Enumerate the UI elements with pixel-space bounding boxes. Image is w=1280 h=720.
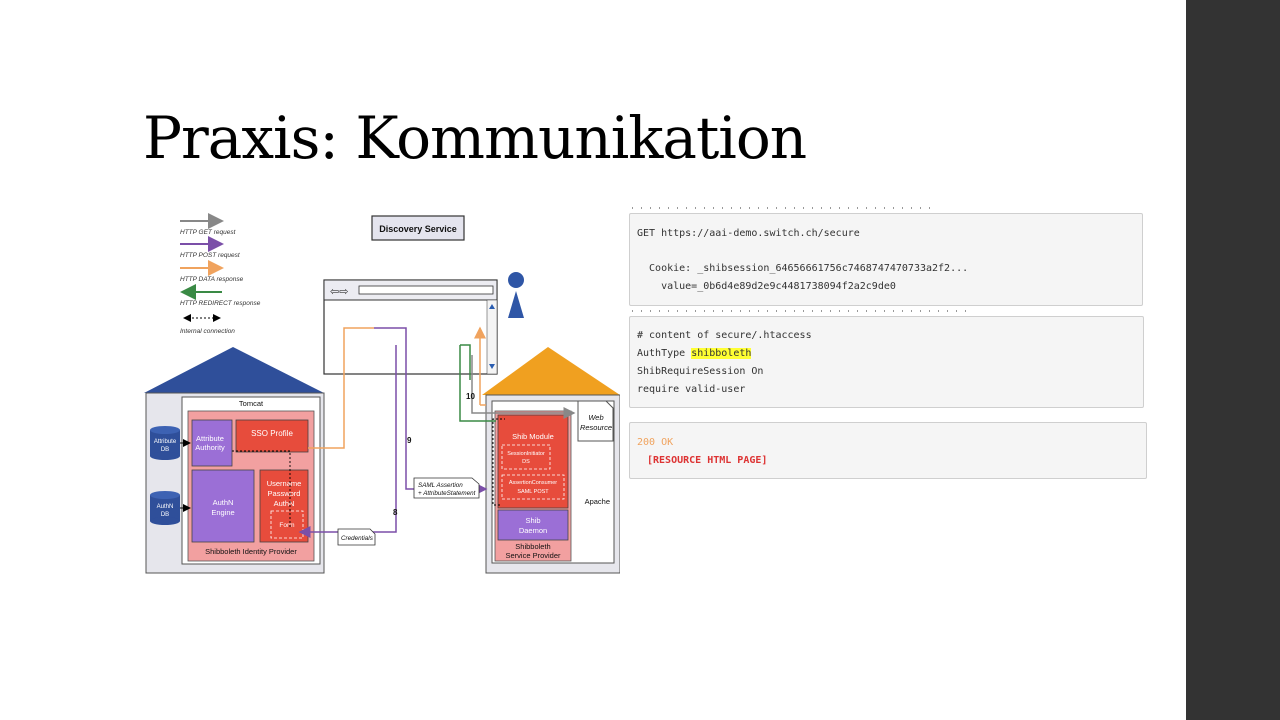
- shibboleth-diagram: HTTP GET request HTTP POST request HTTP …: [144, 213, 620, 574]
- form-label: Form: [279, 522, 294, 529]
- code-line: GET https://aai-demo.switch.ch/secure: [637, 228, 860, 239]
- svg-text:DB: DB: [161, 447, 169, 453]
- legend-data-label: HTTP DATA response: [180, 276, 244, 283]
- internal-connection-idp: [232, 450, 291, 527]
- authn-db-icon: AuthN DB: [150, 491, 180, 525]
- attribute-authority-line1: Attribute: [196, 434, 224, 443]
- legend-post-label: HTTP POST request: [180, 252, 241, 259]
- browser-window: ⇦⇨: [323, 279, 498, 375]
- svg-text:Attribute: Attribute: [154, 439, 177, 445]
- tomcat-label: Tomcat: [239, 399, 264, 408]
- step-10-label: 10: [466, 392, 475, 401]
- user-person-icon: [508, 272, 524, 318]
- http-response-code-block: 200 OK [RESOURCE HTML PAGE]: [629, 422, 1147, 479]
- legend: HTTP GET request HTTP POST request HTTP …: [180, 213, 261, 335]
- code-line: AuthType shibboleth: [637, 348, 752, 359]
- discovery-service-label: Discovery Service: [379, 224, 457, 234]
- authn-engine-box: [191, 469, 255, 543]
- username-password-line3: AuthN: [274, 499, 295, 508]
- divider-dots: [632, 310, 972, 312]
- sp-roof: [482, 347, 620, 395]
- sp-footer-line2: Service Provider: [505, 551, 561, 560]
- apache-label: Apache: [585, 497, 610, 506]
- assertion-consumer-box: [501, 474, 565, 500]
- form-box: [270, 510, 304, 539]
- shib-daemon-box: [497, 509, 569, 541]
- legend-get-label: HTTP GET request: [180, 229, 237, 236]
- svg-text:SAML Assertion: SAML Assertion: [418, 482, 463, 489]
- code-line: [RESOURCE HTML PAGE]: [647, 455, 768, 466]
- code-line: ShibRequireSession On: [637, 366, 764, 377]
- code-line: Cookie: _shibsession_64656661756c7468747…: [637, 263, 969, 274]
- svg-text:+ AttributeStatement: + AttributeStatement: [418, 490, 476, 497]
- sp-footer-line1: Shibboleth: [515, 542, 550, 551]
- saml-assertion-note: [413, 477, 480, 499]
- attribute-db-icon: Attribute DB: [150, 426, 180, 460]
- svg-text:AssertionConsumer: AssertionConsumer: [509, 480, 557, 486]
- internal-connection-sp: [492, 418, 505, 506]
- code-line: # content of secure/.htaccess: [637, 330, 812, 341]
- session-initiator-box: [501, 444, 551, 470]
- svg-text:AuthN: AuthN: [157, 504, 174, 510]
- svg-text:Resource: Resource: [580, 423, 612, 432]
- identity-provider-house: Tomcat Shibboleth Identity Provider Attr…: [144, 347, 325, 574]
- highlighted-keyword: shibboleth: [691, 348, 752, 359]
- idp-roof: [144, 347, 324, 393]
- svg-text:SAML POST: SAML POST: [517, 489, 549, 495]
- step-8-label: 8: [393, 508, 398, 517]
- slide-title: Praxis: Kommunikation: [143, 104, 807, 172]
- data-response-arrow: [308, 327, 374, 449]
- http-request-code-block: GET https://aai-demo.switch.ch/secure Co…: [629, 213, 1143, 306]
- username-password-line1: Username: [267, 479, 302, 488]
- browser-address-bar: [358, 285, 494, 295]
- sso-profile-label: SSO Profile: [251, 429, 293, 438]
- attribute-authority-box: [191, 419, 233, 467]
- attribute-authority-line2: Authority: [195, 443, 225, 452]
- get-resource-arrow: [471, 355, 576, 419]
- shib-module-box: [497, 414, 569, 509]
- svg-text:Daemon: Daemon: [519, 526, 547, 535]
- code-line: require valid-user: [637, 384, 746, 395]
- sso-profile-box: [235, 419, 309, 453]
- svg-text:Shib: Shib: [525, 516, 540, 525]
- svg-text:SessionInitiator: SessionInitiator: [507, 451, 545, 457]
- browser-nav-arrows-icon: ⇦⇨: [330, 286, 348, 298]
- idp-footer-label: Shibboleth Identity Provider: [205, 547, 297, 556]
- svg-text:Web: Web: [588, 413, 603, 422]
- service-provider-house: Apache Shib Module SessionInitiator DS A…: [482, 347, 620, 574]
- credentials-note: [337, 528, 376, 546]
- code-line: value=_0b6d4e89d2e9c4481738094f2a2c9de0: [637, 281, 896, 292]
- svg-text:DS: DS: [522, 459, 530, 465]
- browser-scrollbar: [486, 299, 498, 375]
- svg-text:DB: DB: [161, 512, 169, 518]
- redirect-arrow: [459, 345, 496, 422]
- shib-module-label: Shib Module: [512, 432, 554, 441]
- svg-text:Credentials: Credentials: [341, 535, 374, 542]
- htaccess-code-block: # content of secure/.htaccess AuthType s…: [629, 316, 1144, 408]
- authn-engine-line1: AuthN: [213, 498, 234, 507]
- web-resource-doc-icon: [577, 400, 614, 442]
- discovery-service-box: [371, 215, 465, 241]
- code-line: 200 OK: [637, 437, 674, 448]
- divider-dots: [632, 207, 937, 209]
- legend-redirect-label: HTTP REDIRECT response: [180, 300, 261, 307]
- legend-internal-label: Internal connection: [180, 328, 235, 335]
- username-password-line2: Password: [268, 489, 301, 498]
- authn-engine-line2: Engine: [211, 508, 234, 517]
- slide-sidebar: [1186, 0, 1280, 720]
- step-9-label: 9: [407, 436, 412, 445]
